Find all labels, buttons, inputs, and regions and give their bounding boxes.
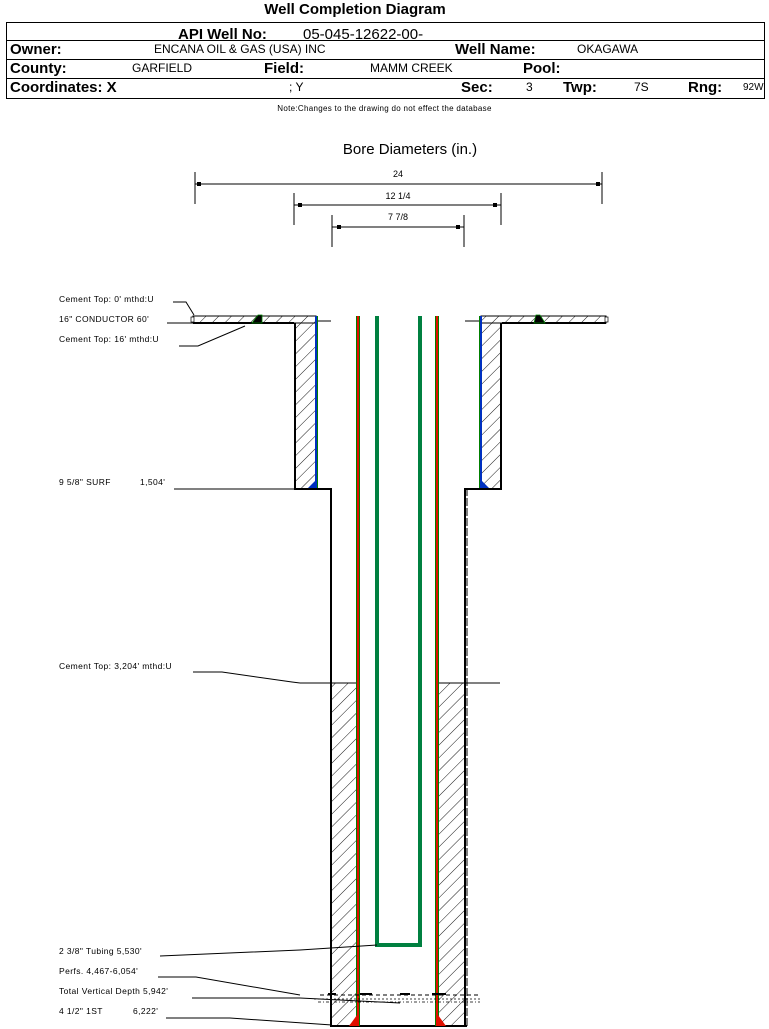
county-label: County: — [10, 60, 67, 77]
conductor-plate — [190, 314, 609, 324]
sec-value: 3 — [526, 80, 533, 94]
surface-casing — [308, 316, 489, 488]
production-shoe-left — [349, 1015, 357, 1026]
county-row: County: GARFIELD Field: MAMM CREEK Pool: — [7, 59, 764, 78]
production-casing-depth: 6,222' — [133, 1006, 158, 1016]
perforations-label: Perfs. 4,467-6,054' — [59, 966, 138, 976]
owner-value: ENCANA OIL & GAS (USA) INC — [154, 42, 326, 56]
production-hole — [300, 488, 500, 1027]
well-name-value: OKAGAWA — [577, 42, 639, 56]
county-value: GARFIELD — [132, 61, 193, 75]
coordinates-row: Coordinates: X ; Y Sec: 3 Twp: 7S Rng: 9… — [7, 78, 764, 98]
surface-cement — [294, 323, 502, 490]
database-note: Note:Changes to the drawing do not effec… — [277, 104, 492, 113]
pool-label: Pool: — [523, 60, 561, 77]
well-name-label: Well Name: — [455, 41, 536, 58]
cement-top-3204-label: Cement Top: 3,204' mthd:U — [59, 661, 172, 671]
twp-label: Twp: — [563, 79, 597, 96]
conductor-shoe-left — [251, 314, 263, 324]
twp-value: 7S — [634, 80, 649, 94]
diagram-title: Well Completion Diagram — [264, 1, 446, 18]
annotation-leaders — [158, 301, 401, 1026]
surface-casing-depth: 1,504' — [140, 477, 165, 487]
surface-casing-label: 9 5/8" SURF — [59, 477, 111, 487]
surface-shoe-right — [481, 480, 489, 488]
production-casing-label: 4 1/2" 1ST — [59, 1006, 103, 1016]
conductor-shoe-right — [533, 314, 546, 324]
bore-dimension-12-1-4: 12 1/4 — [293, 191, 502, 225]
production-cement-left — [332, 683, 357, 1025]
rng-label: Rng: — [688, 79, 723, 96]
api-well-no-value: 05-045-12622-00- — [303, 26, 424, 43]
tubing — [375, 316, 422, 947]
rng-value: 92W — [743, 82, 764, 93]
production-shoe-right — [438, 1015, 446, 1026]
production-casing — [349, 316, 446, 1026]
bore-dimension-24: 24 — [194, 169, 603, 204]
owner-row: Owner: ENCANA OIL & GAS (USA) INC Well N… — [7, 40, 764, 59]
cement-top-0-label: Cement Top: 0' mthd:U — [59, 294, 154, 304]
bore-dimension-7-7-8: 7 7/8 — [331, 212, 465, 247]
bore-dimension-24-label: 24 — [393, 169, 403, 179]
tubing-label: 2 3/8" Tubing 5,530' — [59, 946, 142, 956]
sec-label: Sec: — [461, 79, 493, 96]
field-label: Field: — [264, 60, 304, 77]
field-value: MAMM CREEK — [370, 61, 453, 75]
owner-label: Owner: — [10, 41, 62, 58]
total-vertical-depth-label: Total Vertical Depth 5,942' — [59, 986, 168, 996]
bore-dimension-12-1-4-label: 12 1/4 — [385, 191, 410, 201]
coordinates-label: Coordinates: X — [10, 79, 117, 96]
conductor-label: 16" CONDUCTOR 60' — [59, 314, 149, 324]
production-cement-right — [439, 683, 464, 1025]
api-well-no-label: API Well No: — [178, 26, 267, 43]
cement-top-16-label: Cement Top: 16' mthd:U — [59, 334, 159, 344]
perforations — [314, 993, 482, 1003]
bore-dimension-7-7-8-label: 7 7/8 — [388, 212, 408, 222]
bore-diameters-title: Bore Diameters (in.) — [342, 141, 478, 158]
coordinates-y: ; Y — [289, 80, 304, 94]
well-header-table: API Well No: 05-045-12622-00- Owner: ENC… — [6, 22, 765, 99]
surface-shoe-left — [308, 480, 316, 488]
